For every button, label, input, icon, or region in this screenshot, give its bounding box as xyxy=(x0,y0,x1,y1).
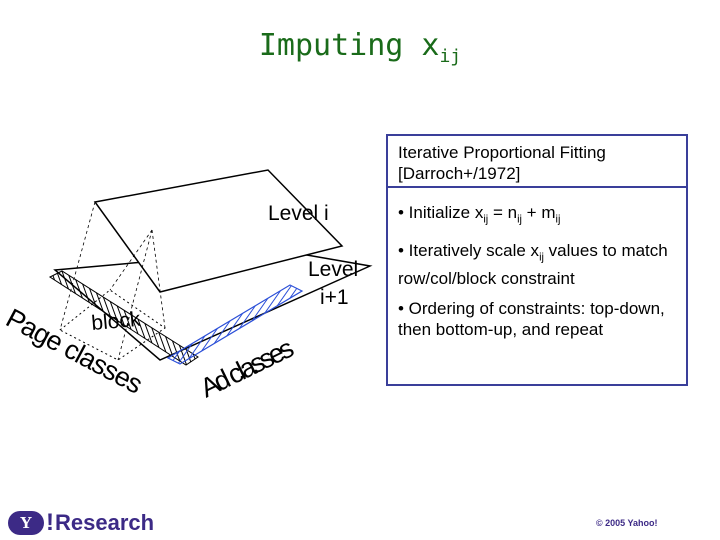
title-subscript: ij xyxy=(439,46,462,67)
level-i1-label-2: i+1 xyxy=(320,286,349,309)
copyright: © 2005 Yahoo! xyxy=(596,518,658,528)
projection-line xyxy=(151,229,166,329)
logo-badge: Y xyxy=(8,511,44,535)
page-class-strip xyxy=(48,270,199,366)
logo-bang: ! xyxy=(46,509,54,536)
ipf-heading: Iterative Proportional Fitting [Darroch+… xyxy=(388,136,686,188)
b2-sub: ij xyxy=(539,251,544,264)
diagram: Level i Level i+1 block Page classes Ad … xyxy=(1,169,373,403)
b2-text: values to match row/col/block constraint xyxy=(398,241,668,289)
ipf-heading-line1: Iterative Proportional Fitting xyxy=(398,143,606,162)
b1-text: + m xyxy=(521,203,556,222)
b1-sub: ij xyxy=(483,213,489,226)
b1-text: = n xyxy=(488,203,518,222)
ad-class-strip xyxy=(166,284,304,365)
b1-sub: ij xyxy=(555,213,561,226)
bullet-scale: • Iteratively scale xij values to match … xyxy=(398,240,683,289)
logo-text: Research xyxy=(55,510,155,535)
bullet-ordering: • Ordering of constraints: top-down, the… xyxy=(398,299,665,339)
b1-text: • Initialize x xyxy=(398,203,484,222)
yahoo-research-logo: Y ! Research xyxy=(8,509,154,537)
ipf-box: Iterative Proportional Fitting [Darroch+… xyxy=(386,134,688,386)
bullet-initialize: • Initialize xij = nij + mij xyxy=(398,202,683,230)
title-text: Imputing x xyxy=(258,28,440,63)
page-title: Imputing xij xyxy=(0,28,720,67)
projection-line xyxy=(59,201,96,331)
level-i-label: Level i xyxy=(268,202,329,225)
b1-sub: ij xyxy=(517,213,522,226)
projection-line xyxy=(109,229,153,291)
projection-line xyxy=(117,229,153,361)
level-i1-label: Level xyxy=(308,258,358,281)
ipf-heading-line2: [Darroch+/1972] xyxy=(398,164,521,183)
level-i-surface xyxy=(93,169,344,293)
b2-text: • Iteratively scale x xyxy=(398,241,540,260)
block-label: block xyxy=(90,308,141,335)
